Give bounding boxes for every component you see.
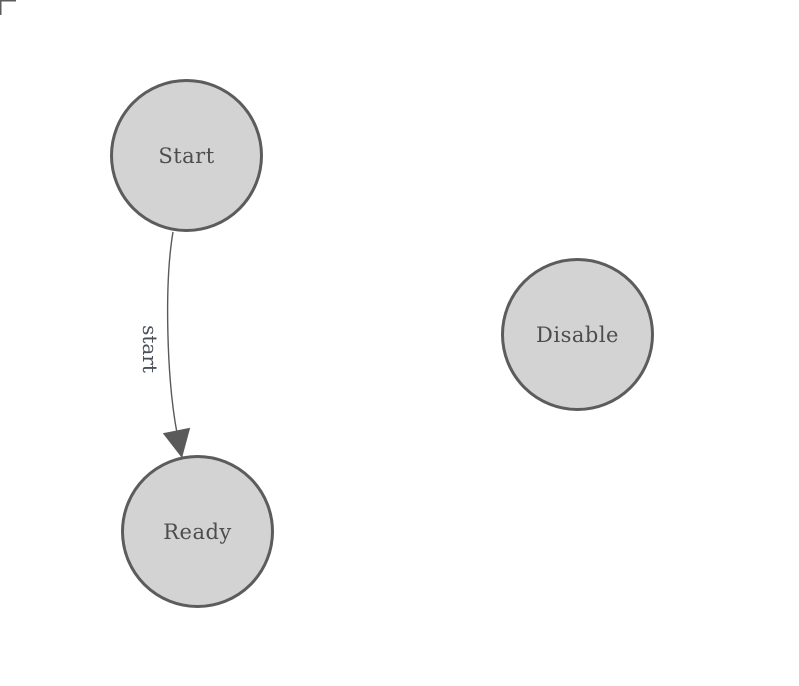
edge-arrowhead-icon	[162, 427, 191, 458]
state-node-ready-label: Ready	[163, 519, 232, 544]
state-node-ready[interactable]: Ready	[121, 455, 274, 608]
edge-label-start[interactable]: start	[138, 325, 162, 373]
state-node-disable[interactable]: Disable	[501, 258, 654, 411]
state-node-disable-label: Disable	[536, 322, 619, 347]
edge-path[interactable]	[166, 231, 178, 434]
canvas-origin-corner-icon	[0, 0, 16, 15]
state-node-start[interactable]: Start	[110, 79, 263, 232]
edge-start-to-ready[interactable]	[162, 231, 191, 458]
state-node-start-label: Start	[158, 143, 215, 168]
